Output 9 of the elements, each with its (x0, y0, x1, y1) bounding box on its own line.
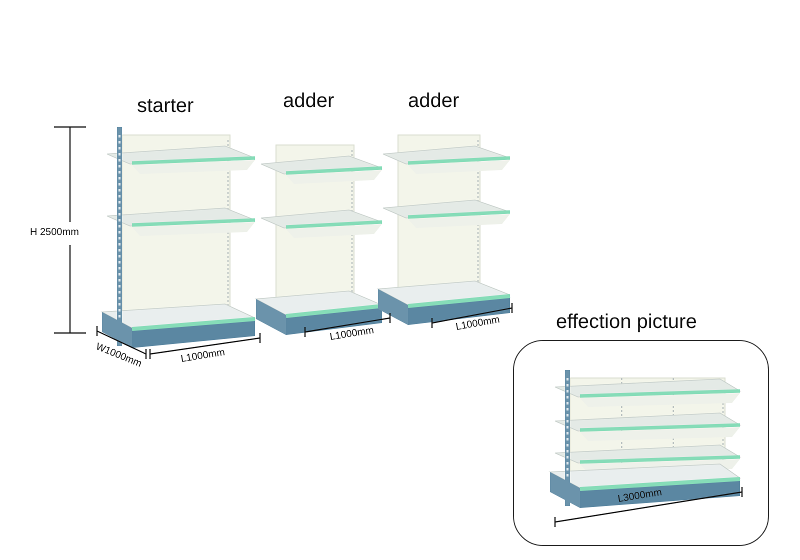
shelf-heading: adder (283, 91, 334, 111)
dimension-label: L1000mm (180, 348, 226, 365)
dimension-label: L1000mm (329, 326, 375, 343)
frame-title: effection picture (556, 312, 697, 332)
dimension-label: H 2500mm (30, 228, 79, 238)
shelf-heading: starter (137, 96, 194, 116)
dimension-label: L3000mm (617, 488, 663, 505)
dimension-label: L1000mm (455, 315, 501, 333)
shelf-heading: adder (408, 91, 460, 111)
